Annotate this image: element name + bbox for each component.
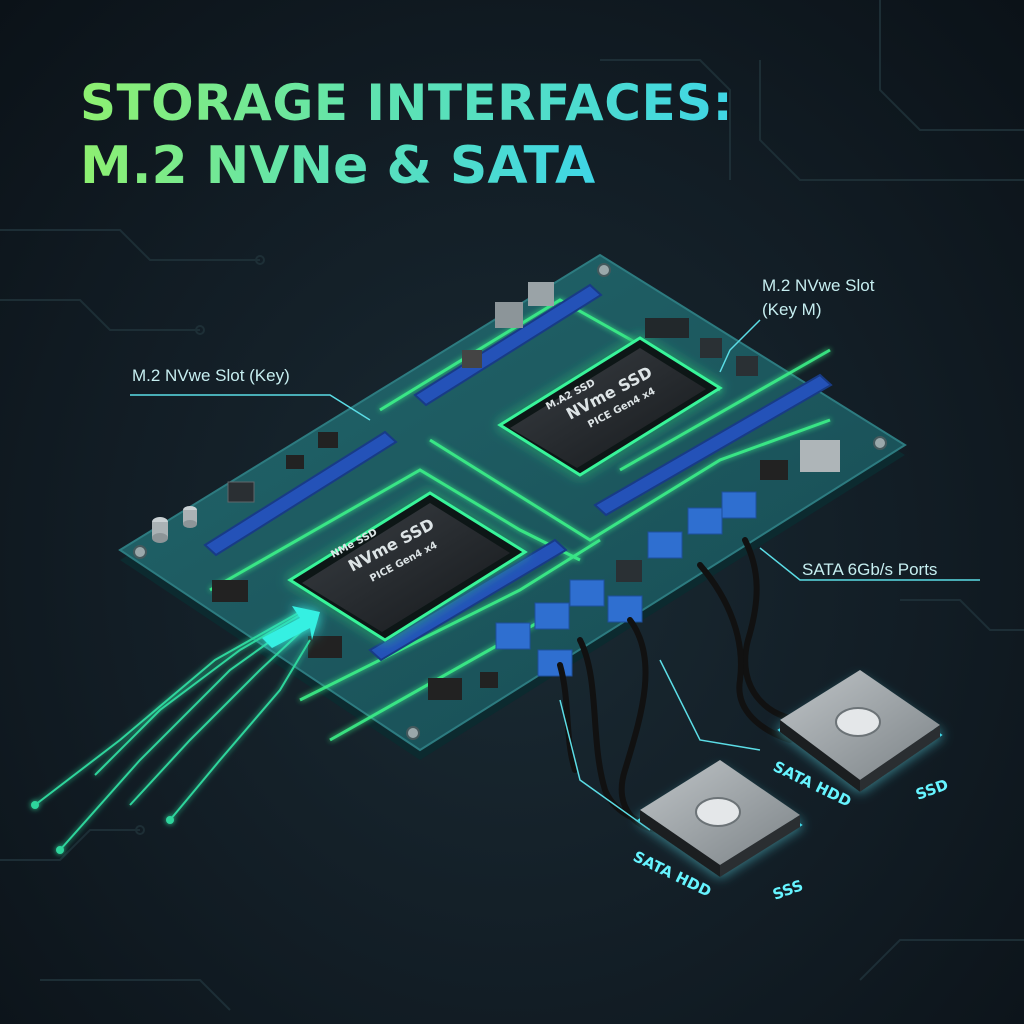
board-components xyxy=(152,282,840,700)
mounting-hole xyxy=(406,726,420,740)
pcie-slot xyxy=(413,283,603,407)
drive-icon xyxy=(835,707,881,737)
mounting-hole xyxy=(133,545,147,559)
drive-icon xyxy=(695,797,741,827)
sata-port-icon xyxy=(569,579,605,607)
sata-port-icon xyxy=(534,602,570,630)
pcie-slot xyxy=(368,538,568,662)
callout-leaders xyxy=(130,319,980,831)
drive-left: SATA HDD SSS xyxy=(630,760,806,904)
expansion-slots xyxy=(203,283,833,662)
arrow-icon xyxy=(262,606,320,648)
drive-label-b: SSD xyxy=(913,775,951,803)
sata-port-icon xyxy=(687,507,723,535)
pcie-slot xyxy=(203,430,398,557)
data-lines xyxy=(31,611,311,854)
drive-label-b: SSS xyxy=(770,876,805,904)
callout-nvme-slot-right-line2: (Key M) xyxy=(762,300,822,319)
title-line-1: STORAGE INTERFACES: xyxy=(80,74,734,132)
drive-right: SATA HDD SSD xyxy=(770,670,951,811)
motherboard: M.A2 SSD NVme SSD PICE Gen4 x4 NMe SSD N… xyxy=(118,253,907,760)
mounting-hole xyxy=(873,436,887,450)
callout-sata-ports: SATA 6Gb/s Ports xyxy=(802,560,938,579)
title-line-2: M.2 NVNe & SATA xyxy=(80,136,596,196)
mounting-hole xyxy=(597,263,611,277)
sata-port-icon xyxy=(721,491,757,519)
sata-port-icon xyxy=(607,595,643,623)
sata-port-icon xyxy=(647,531,683,559)
sata-port-icon xyxy=(537,649,573,677)
sata-ports xyxy=(495,491,757,677)
callout-nvme-slot-left: M.2 NVwe Slot (Key) xyxy=(132,366,290,385)
callout-nvme-slot-right-line1: M.2 NVwe Slot xyxy=(762,276,875,295)
pcie-slot xyxy=(593,373,833,517)
m2-ssd-top: M.A2 SSD NVme SSD PICE Gen4 x4 xyxy=(497,336,723,477)
sata-port-icon xyxy=(495,622,531,650)
